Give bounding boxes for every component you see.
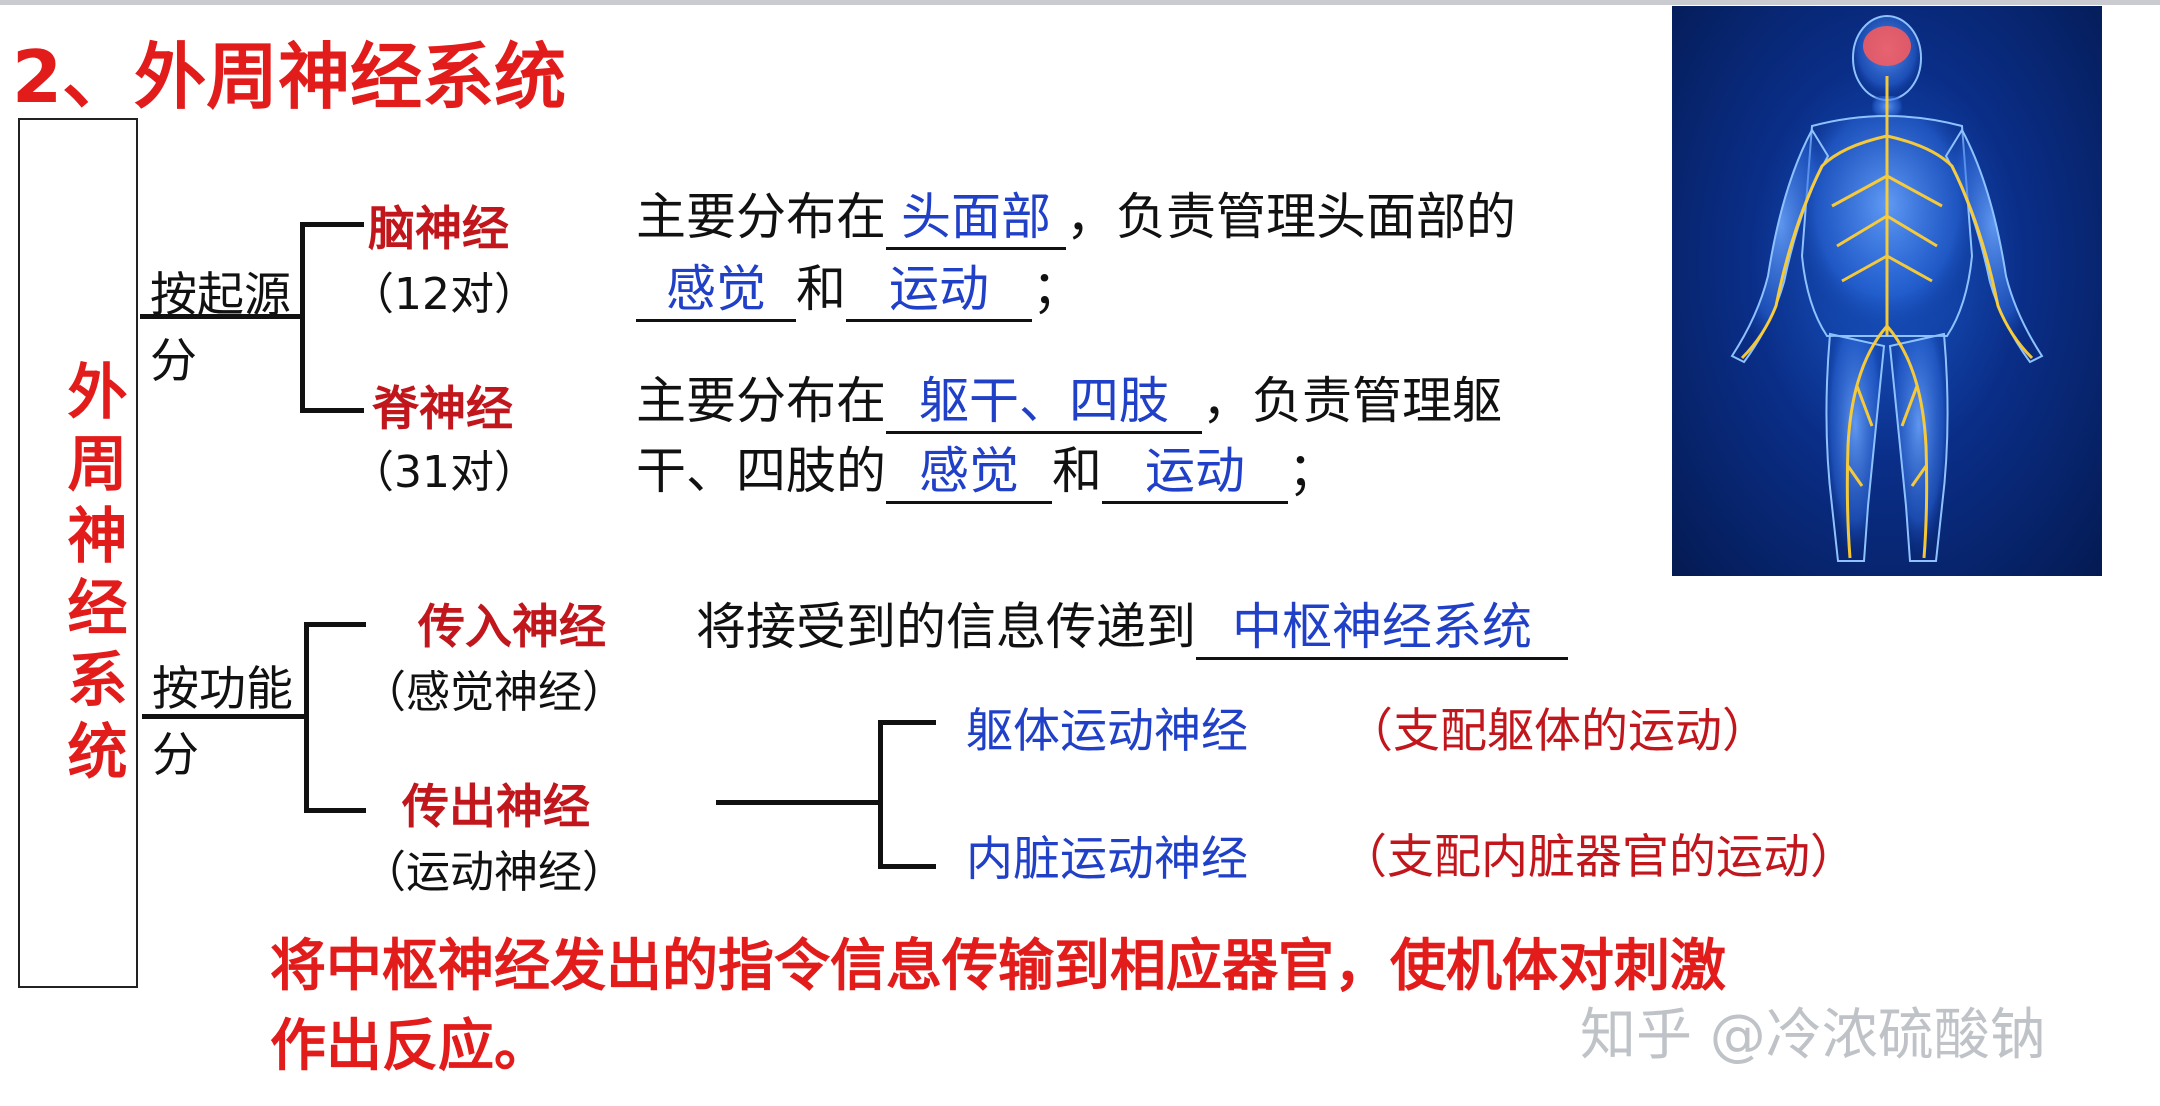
efferent-function-line1: 将中枢神经发出的指令信息传输到相应器官，使机体对刺激 — [270, 934, 1726, 999]
efferent-function-line2: 作出反应。 — [270, 1014, 550, 1079]
spinal-nerve-name: 脊神经 — [372, 382, 513, 437]
afferent-nerve-name: 传入神经 — [418, 600, 606, 655]
efferent-nerve-name: 传出神经 — [402, 780, 590, 835]
cranial-desc-line2: 感觉和运动； — [636, 252, 1082, 326]
somatic-motor-desc: （支配躯体的运动） — [1346, 704, 1769, 759]
origin-stem-line — [140, 314, 302, 319]
function-bracket-line — [304, 622, 309, 812]
cranial-blank-region: 头面部 — [886, 187, 1066, 250]
origin-branch-bottom — [300, 408, 364, 413]
cranial-nerve-name: 脑神经 — [368, 202, 509, 257]
spinal-and: 和 — [1052, 442, 1102, 500]
cranial-desc-part1: 主要分布在 — [636, 188, 886, 246]
side-label: 外周神经系统 — [57, 360, 127, 792]
by-origin-label: 按起源 — [150, 268, 291, 323]
spinal-blank-region: 躯干、四肢 — [886, 371, 1202, 434]
spinal-desc-line1: 主要分布在躯干、四肢，负责管理躯 — [636, 364, 1502, 438]
top-bar — [0, 0, 2160, 5]
origin-branch-top — [300, 222, 364, 227]
by-origin-label-2: 分 — [150, 334, 197, 389]
efferent-bracket-line — [878, 720, 883, 868]
nervous-system-image — [1672, 6, 2102, 576]
cranial-desc-part2: ，负责管理头面部的 — [1066, 188, 1516, 246]
afferent-nerve-alias: （感觉神经） — [362, 667, 626, 718]
watermark: 知乎 @冷浓硫酸钠 — [1580, 1003, 2046, 1068]
efferent-nerve-alias: （运动神经） — [362, 847, 626, 898]
human-body-figure — [1730, 15, 2044, 562]
cranial-blank-motor: 运动 — [846, 259, 1032, 322]
cranial-nerve-count: （12对） — [350, 269, 538, 320]
spinal-end: ； — [1288, 442, 1338, 500]
efferent-branch-bottom — [878, 864, 936, 869]
spinal-desc-part3: 干、四肢的 — [636, 442, 886, 500]
page-title: 2、外周神经系统 — [12, 35, 567, 119]
function-stem-line — [142, 714, 306, 719]
spinal-desc-part1: 主要分布在 — [636, 372, 886, 430]
cranial-blank-sense: 感觉 — [636, 259, 796, 322]
efferent-stem-line — [716, 800, 880, 805]
spinal-desc-part2: ，负责管理躯 — [1202, 372, 1502, 430]
afferent-desc-line: 将接受到的信息传递到中枢神经系统 — [696, 590, 1568, 664]
efferent-branch-top — [878, 720, 936, 725]
side-label-box: 外周神经系统 — [18, 118, 138, 988]
by-function-label: 按功能 — [152, 662, 293, 717]
origin-bracket-line — [300, 222, 305, 412]
spinal-blank-sense: 感觉 — [886, 441, 1052, 504]
function-branch-bottom — [304, 808, 366, 813]
visceral-motor-nerve: 内脏运动神经 — [966, 832, 1248, 887]
spinal-blank-motor: 运动 — [1102, 441, 1288, 504]
somatic-motor-nerve: 躯体运动神经 — [966, 704, 1248, 759]
cranial-end: ； — [1032, 260, 1082, 318]
spinal-desc-line2: 干、四肢的感觉和运动； — [636, 434, 1338, 508]
cranial-desc-line1: 主要分布在头面部，负责管理头面部的 — [636, 180, 1516, 254]
function-branch-top — [304, 622, 366, 627]
cranial-and: 和 — [796, 260, 846, 318]
spinal-nerve-count: （31对） — [350, 447, 538, 498]
visceral-motor-desc: （支配内脏器官的运动） — [1340, 830, 1857, 885]
afferent-blank-cns: 中枢神经系统 — [1196, 597, 1568, 660]
afferent-desc: 将接受到的信息传递到 — [696, 598, 1196, 656]
by-function-label-2: 分 — [152, 728, 199, 783]
